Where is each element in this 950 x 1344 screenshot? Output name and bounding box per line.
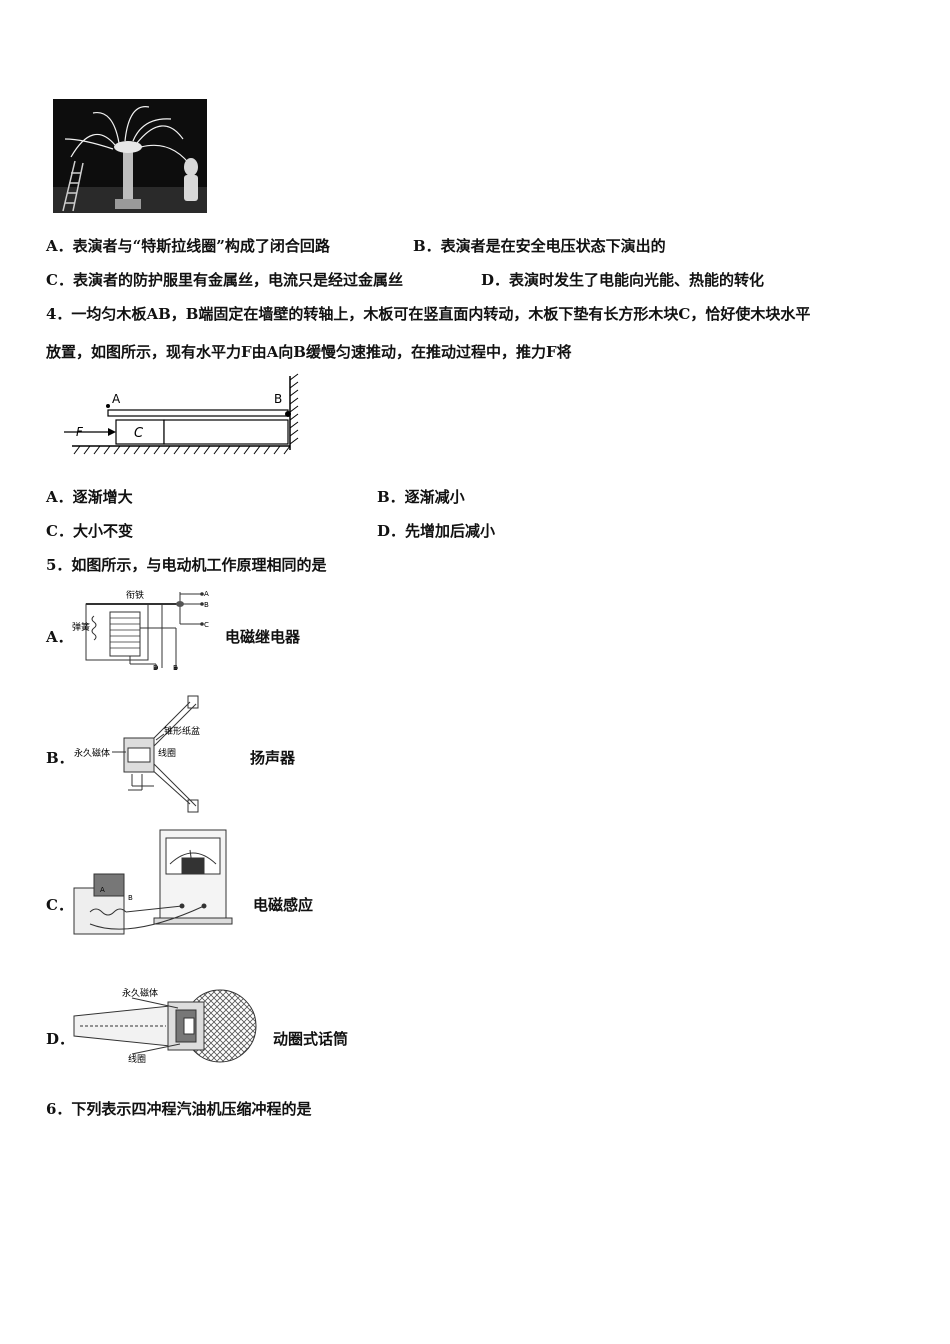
speaker-label-magnet: 永久磁体: [74, 747, 110, 759]
relay-label-e: E: [173, 664, 177, 672]
q4-label-c: C: [134, 426, 144, 441]
q3-option-a: A．表演者与“特斯拉线圈”构成了闭合回路: [46, 237, 330, 255]
q4-label-f: F: [76, 425, 84, 439]
q4-option-c: C．大小不变: [46, 522, 133, 540]
speaker-label-cone: 锥形纸盆: [164, 725, 200, 737]
q3-option-d: D．表演时发生了电能向光能、热能的转化: [481, 271, 765, 289]
relay-label-a: A: [204, 590, 209, 598]
q4-stem-line1: 4．一均匀木板AB，B端固定在墙壁的转轴上，木板可在竖直面内转动，木板下垫有长方…: [46, 305, 811, 323]
q4-stem-line2: 放置，如图所示，现有水平力F由A向B缓慢匀速推动，在推动过程中，推力F将: [46, 343, 572, 361]
q3-option-b: B．表演者是在安全电压状态下演出的: [413, 237, 666, 255]
q4-label-b: B: [274, 392, 282, 406]
loudspeaker-figure: 锥形纸盆 永久磁体 线圈: [72, 694, 232, 814]
relay-label-d: D: [153, 664, 158, 672]
relay-label-armature: 衔铁: [126, 589, 144, 601]
relay-label-b: B: [204, 601, 209, 609]
tesla-coil-image: [53, 99, 207, 213]
q4-label-a: A: [112, 392, 121, 406]
tesla-coil-photo: [53, 99, 207, 213]
q3-option-c: C．表演者的防护服里有金属丝，电流只是经过金属丝: [46, 271, 403, 289]
q4-option-b: B．逐渐减小: [377, 488, 465, 506]
induction-label-b: B: [128, 894, 133, 902]
q5-option-a-letter: A．: [46, 628, 73, 646]
q5-option-c-caption: 电磁感应: [253, 896, 314, 914]
microphone-figure: 永久磁体 线圈: [70, 986, 262, 1066]
q5-option-b-caption: 扬声器: [250, 749, 296, 767]
q6-stem: 6．下列表示四冲程汽油机压缩冲程的是: [46, 1100, 312, 1118]
q5-option-d-letter: D．: [46, 1030, 75, 1048]
q4-option-a: A．逐渐增大: [46, 488, 133, 506]
relay-figure: 衔铁 弹簧 A B C D E: [70, 588, 210, 672]
induction-label-a: A: [100, 886, 105, 894]
relay-label-c: C: [204, 621, 209, 629]
mic-label-coil: 线圈: [128, 1053, 146, 1065]
speaker-label-coil: 线圈: [158, 747, 176, 759]
induction-figure: A B: [70, 828, 240, 948]
q4-option-d: D．先增加后减小: [377, 522, 496, 540]
relay-label-spring: 弹簧: [72, 621, 90, 633]
q5-option-d-caption: 动圈式话筒: [273, 1030, 349, 1048]
q5-stem: 5．如图所示，与电动机工作原理相同的是: [46, 556, 327, 574]
q4-board-figure: A B C F: [60, 372, 310, 464]
q5-option-c-letter: C．: [46, 896, 73, 914]
mic-label-magnet: 永久磁体: [122, 987, 158, 999]
q5-option-a-caption: 电磁继电器: [225, 628, 301, 646]
q5-option-b-letter: B．: [46, 749, 74, 767]
